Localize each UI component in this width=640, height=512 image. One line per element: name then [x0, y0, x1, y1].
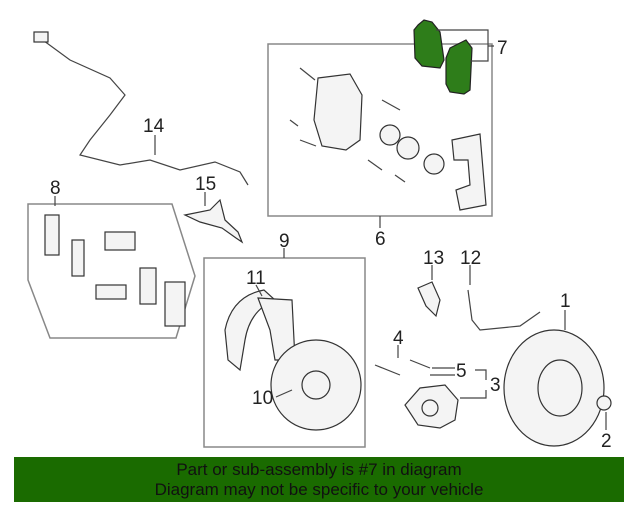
callout-10[interactable]: 10 [252, 388, 273, 409]
banner-line-2: Diagram may not be specific to your vehi… [154, 480, 484, 499]
callout-1[interactable]: 1 [560, 291, 571, 312]
callout-7[interactable]: 7 [497, 38, 508, 59]
callout-13[interactable]: 13 [423, 248, 444, 269]
banner-line-1: Part or sub-assembly is #7 in diagram [176, 460, 462, 479]
lug-nut[interactable] [596, 395, 612, 411]
abs-sensor-wire[interactable] [39, 37, 249, 186]
callout-11[interactable]: 11 [246, 268, 266, 289]
callout-5[interactable]: 5 [456, 361, 467, 382]
callout-15[interactable]: 15 [195, 174, 216, 195]
callout-4[interactable]: 4 [393, 328, 404, 349]
callout-2[interactable]: 2 [601, 431, 612, 452]
callout-6[interactable]: 6 [375, 229, 386, 250]
brake-hose[interactable] [467, 289, 541, 331]
sensor-connector [33, 31, 49, 43]
callout-14[interactable]: 14 [143, 116, 165, 137]
sensor-bracket[interactable] [183, 198, 244, 244]
caliper-parts[interactable] [289, 67, 487, 211]
callout-9[interactable]: 9 [279, 231, 290, 252]
hardware-kit-box [27, 203, 196, 339]
bracket-13[interactable] [417, 281, 441, 318]
part-info-banner: Part or sub-assembly is #7 in diagram Di… [14, 457, 624, 502]
hardware-kit-parts[interactable] [44, 214, 186, 327]
callout-8[interactable]: 8 [50, 178, 61, 199]
brake-pad-highlighted[interactable] [413, 19, 473, 95]
callout-12[interactable]: 12 [460, 248, 481, 269]
callout-3[interactable]: 3 [490, 375, 501, 396]
hub-bolt[interactable] [374, 364, 401, 376]
